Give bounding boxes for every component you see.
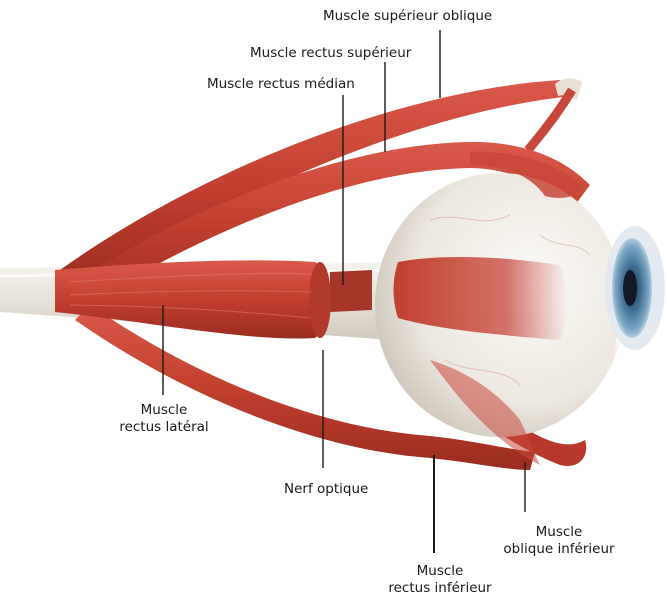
label-superior-oblique: Muscle supérieur oblique bbox=[323, 8, 492, 25]
medial-rectus-muscle bbox=[330, 270, 372, 312]
label-inferior-rectus-line2: rectus inférieur bbox=[384, 580, 496, 597]
label-medial-rectus: Muscle rectus médian bbox=[207, 76, 355, 93]
label-inferior-oblique-line2: oblique inférieur bbox=[490, 541, 628, 558]
label-lateral-rectus-line2: rectus latéral bbox=[118, 419, 210, 436]
label-optic-nerve: Nerf optique bbox=[284, 481, 368, 498]
label-lateral-rectus: Muscle rectus latéral bbox=[118, 402, 210, 436]
label-superior-rectus: Muscle rectus supérieur bbox=[250, 45, 411, 62]
label-inferior-oblique: Muscle oblique inférieur bbox=[490, 524, 628, 558]
pupil bbox=[623, 270, 637, 306]
label-lateral-rectus-line1: Muscle bbox=[118, 402, 210, 419]
label-inferior-oblique-line1: Muscle bbox=[490, 524, 628, 541]
label-inferior-rectus-line1: Muscle bbox=[384, 563, 496, 580]
label-inferior-rectus: Muscle rectus inférieur bbox=[384, 563, 496, 597]
